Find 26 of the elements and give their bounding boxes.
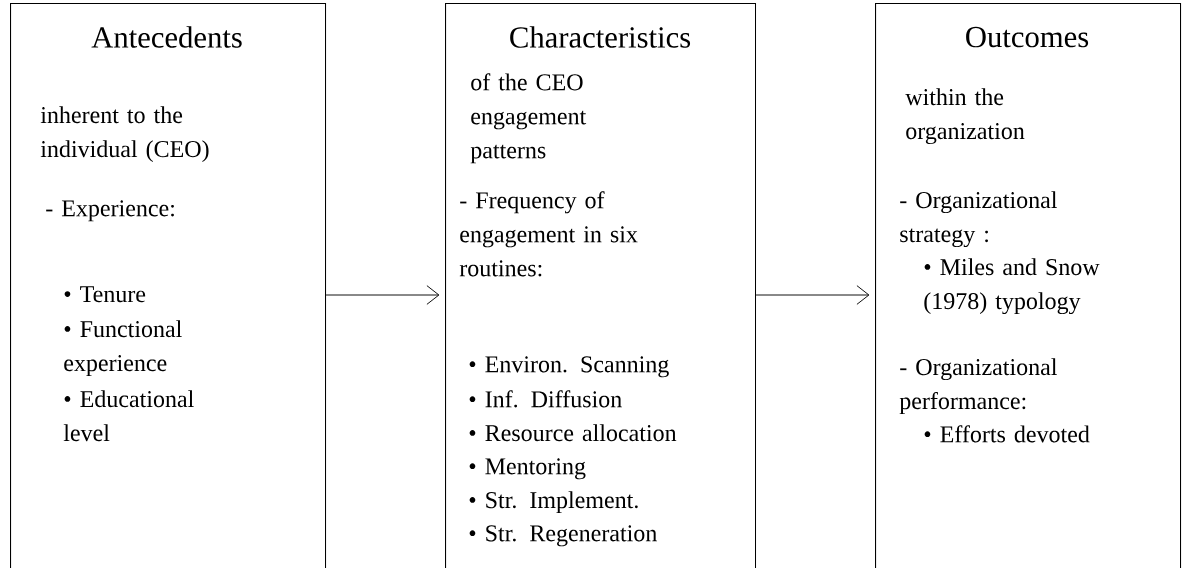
column-heading: Characteristics (510, 26, 691, 48)
arrow (325, 285, 440, 305)
bullet-item: • Environ. Scanning (469, 356, 669, 378)
subtitle-text: of the CEO engagement patterns (470, 73, 587, 164)
list-item: - Experience: (46, 200, 174, 222)
bullet-item: • Educational level (63, 390, 194, 442)
column-box (10, 3, 327, 568)
column-box (875, 3, 1182, 568)
bullet-item: • Inf. Diffusion (469, 390, 622, 408)
column-heading: Outcomes (966, 26, 1089, 48)
column-box (445, 3, 757, 568)
bullet-item: • Functional experience (64, 320, 182, 377)
bullet-item: • Miles and Snow (1978) typology (924, 258, 1100, 315)
bullet-item: • Tenure (64, 286, 146, 303)
list-item: - Organizational performance: (899, 358, 1057, 415)
arrow (755, 285, 870, 305)
list-item: - Frequency of engagement in six routines: (459, 191, 638, 277)
bullet-item: • Mentoring (469, 458, 586, 480)
subtitle-text: inherent to the individual (CEO) (40, 106, 209, 163)
bullet-item: • Str. Regeneration (469, 525, 657, 547)
bullet-item: • Resource allocation (469, 424, 677, 442)
bullet-item: • Str. Implement. (469, 491, 638, 514)
column-heading: Antecedents (91, 26, 242, 48)
bullet-item: • Efforts devoted (924, 425, 1090, 443)
list-item: - Organizational strategy : (900, 191, 1057, 248)
subtitle-text: within the organization (905, 88, 1025, 145)
